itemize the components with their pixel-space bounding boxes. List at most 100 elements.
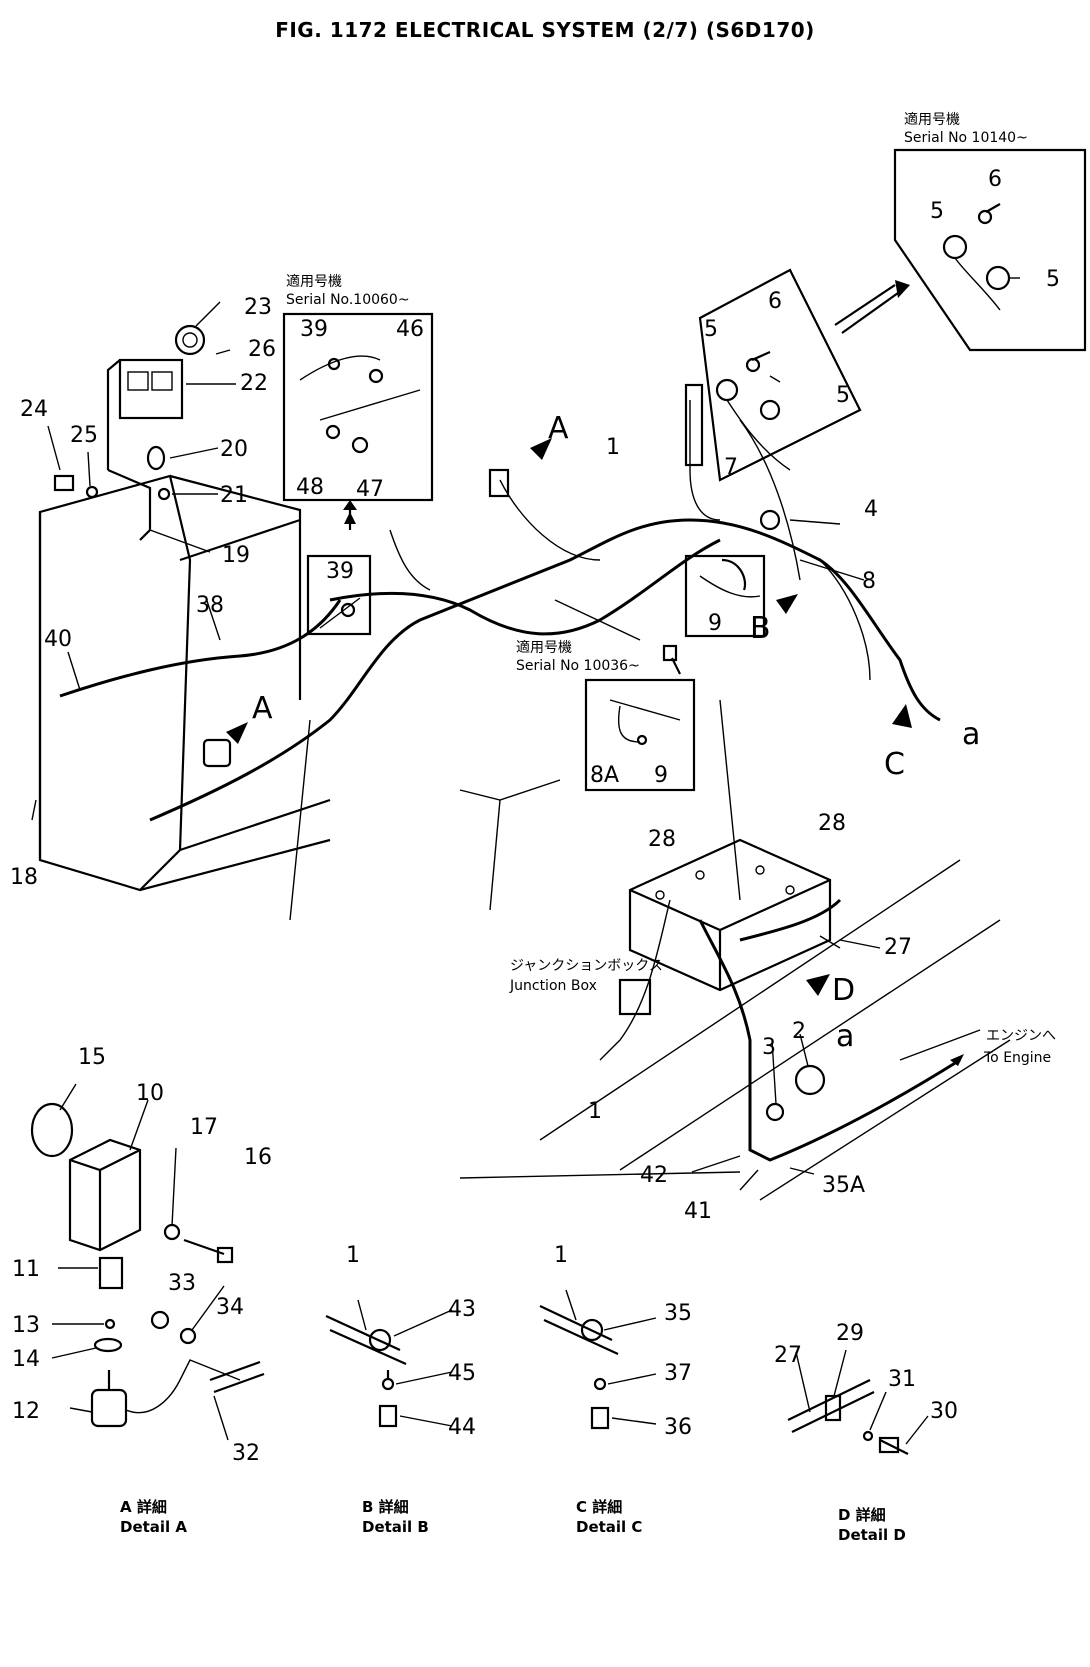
- callout-5-inset-left: 5: [930, 199, 944, 224]
- callout-27-battery: 27: [884, 935, 912, 960]
- right-panel: [698, 268, 862, 482]
- view-arrows: [226, 438, 964, 1066]
- callout-13: 13: [12, 1313, 40, 1338]
- callout-44: 44: [448, 1415, 476, 1440]
- callout-19: 19: [222, 543, 250, 568]
- inset-serial-10140: [834, 148, 1087, 352]
- callout-6-inset: 6: [988, 167, 1002, 192]
- inset-serial-10060: [282, 312, 434, 530]
- callout-16: 16: [244, 1145, 272, 1170]
- inset-39: [306, 554, 372, 636]
- callout-4: 4: [864, 497, 878, 522]
- junction-box-en: Junction Box: [509, 978, 597, 994]
- callout-8: 8: [862, 569, 876, 594]
- callout-11: 11: [12, 1257, 40, 1282]
- wire-end-a-lower: a: [836, 1019, 854, 1054]
- callout-1-detail-c: 1: [554, 1243, 568, 1268]
- detail-9-box: [684, 554, 766, 638]
- callout-17: 17: [190, 1115, 218, 1140]
- guide-lines: [289, 599, 1011, 1201]
- detail-c-en: Detail C: [576, 1518, 642, 1536]
- callout-26: 26: [248, 337, 276, 362]
- figure-title: FIG. 1172 ELECTRICAL SYSTEM (2/7) (S6D17…: [275, 18, 815, 42]
- detail-b-en: Detail B: [362, 1518, 429, 1536]
- callout-34: 34: [216, 1295, 244, 1320]
- callout-9-inset: 9: [654, 763, 668, 788]
- callout-1-harness: 1: [606, 435, 620, 460]
- view-a-lower: A: [252, 691, 273, 726]
- callout-29: 29: [836, 1321, 864, 1346]
- detail-a-jp: A 詳細: [120, 1498, 167, 1516]
- callout-5-inset-right: 5: [1046, 267, 1060, 292]
- callout-25: 25: [70, 423, 98, 448]
- view-a-upper: A: [548, 411, 569, 446]
- callout-21: 21: [220, 483, 248, 508]
- detail-a-parts: [30, 1102, 265, 1428]
- callout-39-inset: 39: [300, 317, 328, 342]
- callout-7: 7: [724, 455, 738, 480]
- callout-38: 38: [196, 593, 224, 618]
- callout-32: 32: [232, 1441, 260, 1466]
- callout-12: 12: [12, 1399, 40, 1424]
- callout-labels: 適用号機 Serial No 10140~ 適用号機 Serial No.100…: [10, 111, 1060, 1544]
- detail-b-jp: B 詳細: [362, 1498, 409, 1516]
- callout-48: 48: [296, 475, 324, 500]
- callout-46: 46: [396, 317, 424, 342]
- callout-3: 3: [762, 1035, 776, 1060]
- panel-bracket: [53, 324, 206, 541]
- callout-1-battery: 1: [588, 1099, 602, 1124]
- callout-5-panel-right: 5: [836, 383, 850, 408]
- to-engine-jp: エンジンへ: [986, 1028, 1056, 1044]
- callout-22: 22: [240, 371, 268, 396]
- callout-23: 23: [244, 295, 272, 320]
- serial-10140-en: Serial No 10140~: [904, 130, 1028, 146]
- callout-33: 33: [168, 1271, 196, 1296]
- callout-40: 40: [44, 627, 72, 652]
- callout-20: 20: [220, 437, 248, 462]
- junction-box-jp: ジャンクションボックス: [510, 958, 663, 974]
- callout-43: 43: [448, 1297, 476, 1322]
- detail-d-jp: D 詳細: [838, 1506, 886, 1524]
- callout-31: 31: [888, 1367, 916, 1392]
- callout-47: 47: [356, 477, 384, 502]
- callout-28-left: 28: [648, 827, 676, 852]
- to-engine-en: To Engine: [983, 1050, 1051, 1066]
- callout-42: 42: [640, 1163, 668, 1188]
- serial-10036-jp: 適用号機: [516, 639, 572, 656]
- callout-1-detail-b: 1: [346, 1243, 360, 1268]
- callout-14: 14: [12, 1347, 40, 1372]
- detail-d-parts: [787, 1379, 909, 1455]
- serial-10060-en: Serial No.10060~: [286, 292, 410, 308]
- cab-console: [38, 474, 331, 892]
- callout-27-detail-d: 27: [774, 1343, 802, 1368]
- view-d: D: [832, 973, 855, 1008]
- view-c: C: [884, 747, 905, 782]
- battery-box: [599, 838, 981, 1162]
- callout-2: 2: [792, 1019, 806, 1044]
- callout-5-panel-left: 5: [704, 317, 718, 342]
- detail-d-en: Detail D: [838, 1526, 906, 1544]
- callout-39-small: 39: [326, 559, 354, 584]
- callout-6-panel: 6: [768, 289, 782, 314]
- inset-serial-10036: [584, 644, 696, 792]
- callout-45: 45: [448, 1361, 476, 1386]
- serial-10060-jp: 適用号機: [286, 273, 342, 290]
- leader-lines: [31, 277, 1020, 1445]
- callout-37: 37: [664, 1361, 692, 1386]
- callout-8a: 8A: [590, 763, 619, 788]
- detail-b-parts: [325, 1315, 407, 1428]
- main-harness: [59, 383, 941, 822]
- callout-35a: 35A: [822, 1173, 865, 1198]
- wire-end-a-upper: a: [962, 717, 980, 752]
- callout-36: 36: [664, 1415, 692, 1440]
- serial-10140-jp: 適用号機: [904, 111, 960, 128]
- callout-28-right: 28: [818, 811, 846, 836]
- detail-c-jp: C 詳細: [576, 1498, 622, 1516]
- callout-18: 18: [10, 865, 38, 890]
- callout-30: 30: [930, 1399, 958, 1424]
- serial-10036-en: Serial No 10036~: [516, 658, 640, 674]
- detail-a-en: Detail A: [120, 1518, 187, 1536]
- detail-c-parts: [539, 1305, 619, 1430]
- callout-9-box: 9: [708, 611, 722, 636]
